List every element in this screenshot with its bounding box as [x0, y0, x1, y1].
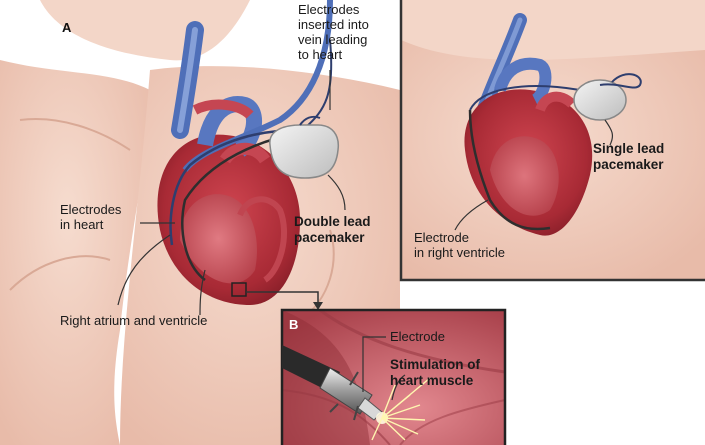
panel-b-letter: B — [289, 317, 299, 332]
panel-a-letter: A — [62, 20, 72, 35]
double-lead-pacemaker — [269, 115, 340, 179]
leader-lines-b — [362, 336, 406, 401]
electrode-rv-label: Electrode in right ventricle — [414, 230, 506, 260]
electrodes-vein-label: Electrodes inserted into vein leading to… — [298, 2, 369, 62]
right-atrium-label: Right atrium and ventricle — [60, 313, 208, 328]
electrode-probe — [282, 345, 383, 421]
stimulation-label: Stimulation of heart muscle — [390, 357, 480, 388]
double-lead-label: Double lead pacemaker — [294, 214, 371, 245]
stimulation-spark — [371, 377, 431, 441]
inset-heart — [464, 13, 593, 236]
detail-callout — [231, 282, 323, 310]
single-lead-pacemaker — [573, 73, 642, 121]
main-heart — [157, 0, 333, 305]
leader-lines — [117, 70, 614, 316]
lead-wires-a — [169, 39, 333, 281]
electrode-label: Electrode — [390, 329, 445, 344]
electrodes-heart-label: Electrodes in heart — [60, 202, 122, 232]
single-lead-label: Single lead pacemaker — [593, 141, 665, 172]
